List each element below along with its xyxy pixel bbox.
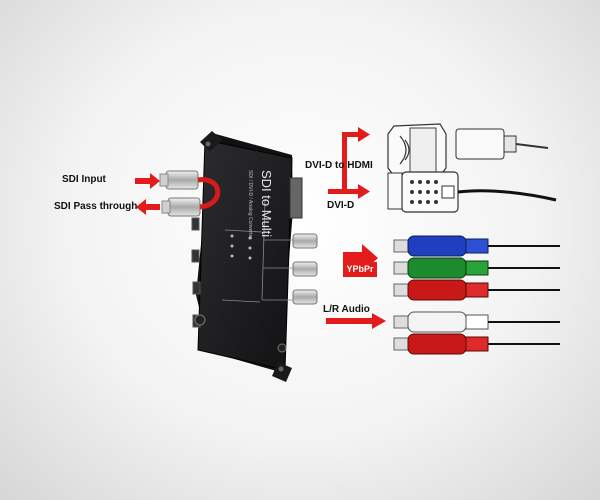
dvi-to-hdmi-label: DVI-D to HDMI	[305, 160, 373, 171]
ypbpr-badge: YPbPr	[343, 262, 377, 277]
mount-ear-bottom	[272, 362, 292, 382]
rca-plug-icon	[393, 279, 560, 301]
status-leds	[230, 234, 252, 260]
sdi-pass-through-label: SDI Pass through	[54, 201, 138, 212]
sdi-input-arrow	[135, 173, 160, 189]
dvi-hdmi-adapter	[387, 123, 549, 177]
dvi-port	[289, 177, 303, 219]
device-label-group: SDI to Multi SDI / DVI-D / Analog Conver…	[247, 170, 274, 239]
dvi-plug-icon	[387, 171, 557, 213]
rca-plug-icon	[393, 235, 560, 257]
component-cables	[393, 235, 560, 301]
screw	[278, 366, 284, 372]
device-title: SDI to Multi	[259, 170, 274, 237]
rca-plug-icon	[393, 311, 560, 333]
audio-jack	[194, 314, 206, 326]
loop-through-cable	[197, 177, 221, 210]
component-bnc-outputs	[289, 177, 318, 305]
lr-audio-label: L/R Audio	[323, 304, 370, 315]
device-top-panel	[197, 139, 293, 371]
dvi-hdmi-arrow	[358, 127, 370, 142]
rca-plug-icon	[393, 333, 560, 355]
sdi-bnc-connectors	[159, 170, 221, 217]
screw	[205, 141, 211, 147]
dvi-d-arrow	[358, 184, 370, 199]
hdmi-plug-icon	[455, 128, 505, 160]
rca-plug-icon	[393, 257, 560, 279]
dvi-cable	[457, 189, 557, 202]
device-subtitle: SDI / DVI-D / Analog Converter	[247, 170, 253, 239]
audio-arrow	[326, 313, 386, 329]
mount-ear-top	[200, 131, 222, 152]
power-jack	[277, 343, 287, 353]
dvi-branch-stem	[342, 132, 347, 194]
audio-cables	[393, 311, 560, 355]
dvi-d-label: DVI-D	[327, 200, 355, 211]
sdi-pass-arrow	[136, 199, 160, 215]
sdi-input-label: SDI Input	[62, 174, 106, 185]
converter-device	[191, 131, 300, 382]
wireless-signal-icon	[399, 135, 410, 165]
